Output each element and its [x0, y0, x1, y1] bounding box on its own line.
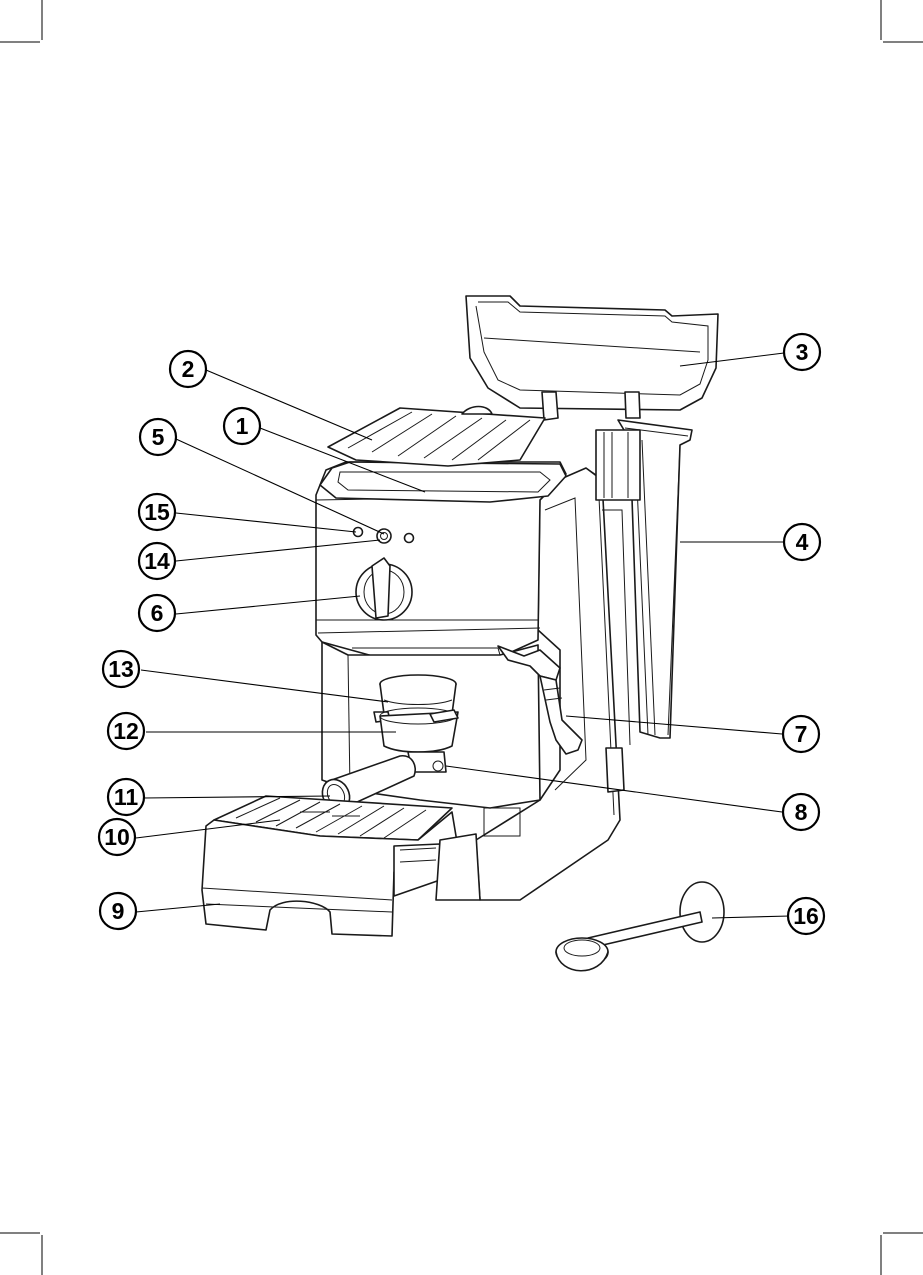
- callout-label: 10: [104, 824, 130, 850]
- cup-warmer-plate: [328, 407, 545, 467]
- tank-lid: [466, 296, 718, 420]
- callout-label: 1: [236, 413, 249, 439]
- callout-2: 2: [170, 351, 206, 387]
- callout-label: 4: [796, 529, 809, 555]
- callout-6: 6: [139, 595, 175, 631]
- callout-4: 4: [784, 524, 820, 560]
- measuring-spoon-tamper: [556, 882, 724, 971]
- callout-10: 10: [99, 819, 135, 855]
- callout-label: 3: [796, 339, 809, 365]
- callout-15: 15: [139, 494, 175, 530]
- callout-12: 12: [108, 713, 144, 749]
- callout-1: 1: [224, 408, 260, 444]
- callout-label: 2: [182, 356, 195, 382]
- callout-16: 16: [788, 898, 824, 934]
- callout-label: 13: [108, 656, 134, 682]
- callout-label: 15: [144, 499, 170, 525]
- callout-3: 3: [784, 334, 820, 370]
- callout-label: 14: [144, 548, 170, 574]
- callout-11: 11: [108, 779, 144, 815]
- callout-7: 7: [783, 716, 819, 752]
- callout-label: 16: [793, 903, 819, 929]
- callout-14: 14: [139, 543, 175, 579]
- callout-label: 6: [151, 600, 164, 626]
- callout-label: 8: [795, 799, 808, 825]
- callout-9: 9: [100, 893, 136, 929]
- callout-label: 5: [152, 424, 165, 450]
- top-lid: [320, 462, 566, 502]
- callout-13: 13: [103, 651, 139, 687]
- callout-label: 12: [113, 718, 139, 744]
- callout-label: 11: [114, 784, 139, 810]
- callout-5: 5: [140, 419, 176, 455]
- callout-label: 7: [795, 721, 808, 747]
- callout-8: 8: [783, 794, 819, 830]
- callout-label: 9: [112, 898, 125, 924]
